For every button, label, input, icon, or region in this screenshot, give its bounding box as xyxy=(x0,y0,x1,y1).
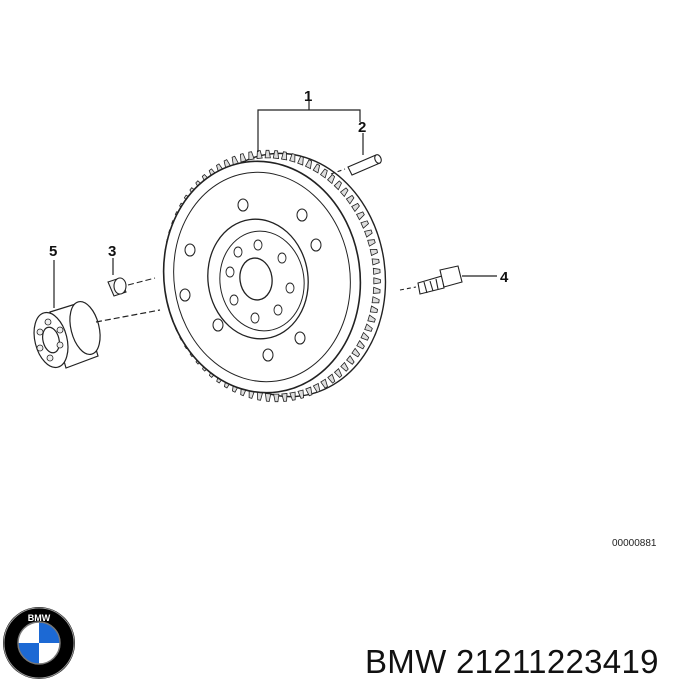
gear-tooth xyxy=(367,314,376,323)
gear-tooth xyxy=(248,151,255,161)
gear-tooth xyxy=(289,391,296,401)
gear-tooth xyxy=(340,361,349,372)
callout-2: 2 xyxy=(358,119,366,136)
inner-bolt-holes xyxy=(225,239,295,324)
gear-tooth xyxy=(360,331,370,341)
gear-tooth xyxy=(364,229,373,238)
gear-tooth xyxy=(339,187,349,198)
ball-bearing xyxy=(33,300,161,369)
gear-tooth xyxy=(280,151,288,161)
gear-tooth xyxy=(373,277,381,285)
gear-tooth xyxy=(304,159,313,170)
gear-tooth xyxy=(319,168,328,179)
callout-4: 4 xyxy=(500,269,509,286)
gear-tooth xyxy=(371,296,380,304)
gear-tooth xyxy=(264,149,271,159)
gear-tooth xyxy=(356,211,365,221)
bush xyxy=(107,277,156,297)
callout-1: 1 xyxy=(304,88,312,105)
gear-tooth xyxy=(297,389,305,399)
gear-tooth xyxy=(281,393,288,402)
bmw-logo: BMW xyxy=(3,607,75,679)
gear-tooth xyxy=(312,163,321,174)
gear-tooth xyxy=(372,286,381,294)
gear-tooth xyxy=(369,248,378,257)
gear-tooth xyxy=(305,386,313,397)
gear-tooth xyxy=(351,347,361,358)
gear-tooth xyxy=(345,194,355,205)
gear-tooth xyxy=(371,258,380,266)
bolt xyxy=(399,265,463,295)
leader-lines xyxy=(53,100,497,308)
gear-tooth xyxy=(356,340,365,350)
gear-tooth xyxy=(333,368,343,379)
gear-tooth xyxy=(346,355,355,365)
gear-tooth xyxy=(297,155,304,166)
gear-tooth xyxy=(333,180,342,191)
dowel-pin xyxy=(330,154,382,176)
gear-tooth xyxy=(320,378,328,389)
bmw-logo-text: BMW xyxy=(28,613,51,623)
gear-tooth xyxy=(367,239,376,247)
gear-tooth xyxy=(312,382,321,393)
flywheel xyxy=(162,149,387,403)
gear-tooth xyxy=(273,393,280,403)
gear-tooth xyxy=(256,150,263,159)
outer-bolt-holes xyxy=(179,198,322,362)
gear-tooth xyxy=(264,393,272,402)
callout-5: 5 xyxy=(49,243,57,260)
gear-tooth xyxy=(327,174,336,185)
gear-tooth xyxy=(360,220,369,229)
gear-tooth xyxy=(372,267,381,275)
callout-3: 3 xyxy=(108,243,116,260)
gear-tooth xyxy=(272,150,280,159)
gear-tooth xyxy=(327,373,336,384)
gear-tooth xyxy=(369,305,379,314)
part-number-caption: BMW 21211223419 xyxy=(365,643,659,680)
gear-tooth xyxy=(364,323,373,332)
diagram-reference-number: 00000881 xyxy=(612,538,657,549)
gear-tooth xyxy=(289,153,296,163)
gear-tooth xyxy=(351,202,360,213)
gear-tooth xyxy=(239,153,247,163)
